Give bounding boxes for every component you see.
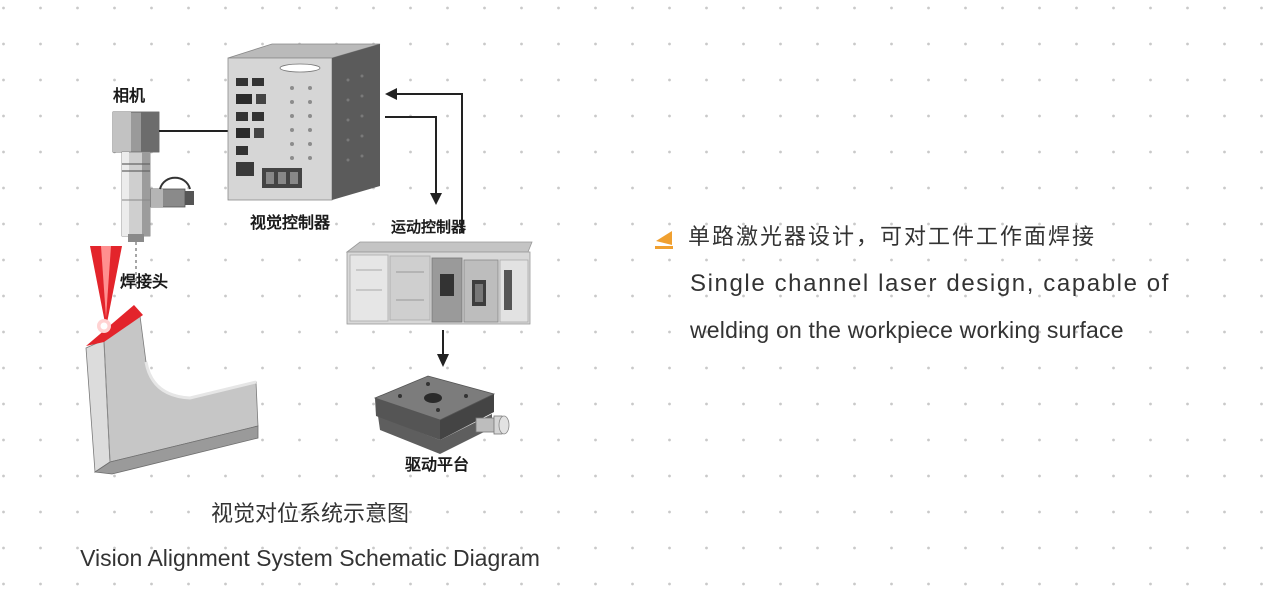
drive-platform-label: 驱动平台 bbox=[405, 455, 470, 474]
triangle-marker-icon bbox=[652, 226, 676, 250]
arrow-to-vision-controller bbox=[385, 88, 463, 232]
feature-title-row: 单路激光器设计，可对工件工作面焊接 bbox=[652, 222, 1252, 254]
motion-controller-label: 运动控制器 bbox=[391, 218, 467, 236]
vision-controller-label: 视觉控制器 bbox=[250, 213, 331, 232]
xy-stage-illustration bbox=[373, 375, 510, 454]
diagram-caption-en: Vision Alignment System Schematic Diagra… bbox=[80, 545, 540, 571]
diagram-caption-cn: 视觉对位系统示意图 bbox=[210, 502, 409, 527]
motion-controller-illustration bbox=[345, 241, 533, 325]
workpiece-illustration bbox=[85, 305, 259, 475]
vision-alignment-schematic bbox=[85, 43, 533, 475]
welding-head-label: 焊接头 bbox=[120, 272, 169, 291]
camera-label: 相机 bbox=[113, 86, 146, 105]
feature-desc-line-2: welding on the workpiece working surface bbox=[690, 317, 1124, 343]
arrow-to-drive-platform bbox=[437, 330, 449, 367]
weld-seam-edge bbox=[86, 305, 143, 346]
laser-beam bbox=[90, 246, 122, 333]
camera-illustration bbox=[112, 111, 194, 242]
feature-desc-line-1: Single channel laser design, capable of bbox=[690, 270, 1171, 297]
vision-controller-illustration bbox=[227, 43, 381, 201]
arrow-to-motion-controller bbox=[385, 116, 442, 205]
feature-title: 单路激光器设计，可对工件工作面焊接 bbox=[688, 225, 1097, 250]
feature-description: 单路激光器设计，可对工件工作面焊接 Single channel laser d… bbox=[652, 222, 1252, 346]
